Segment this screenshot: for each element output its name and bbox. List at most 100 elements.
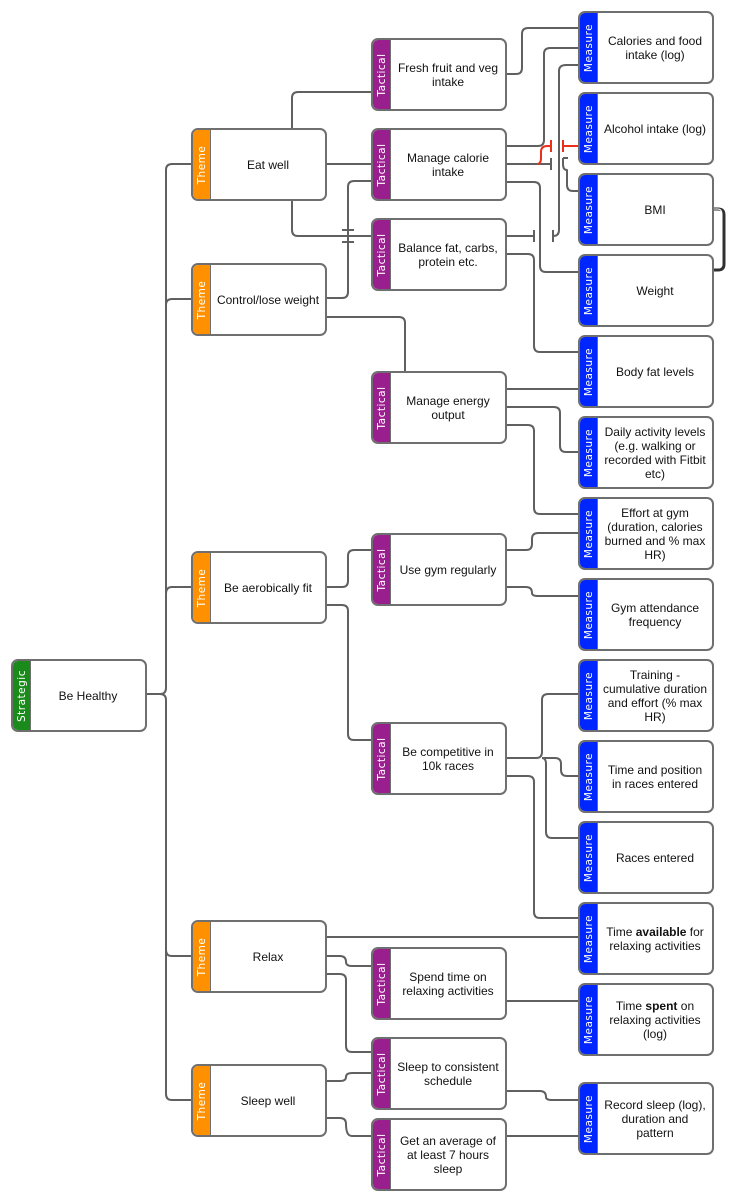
node-label: Calories and food intake (log) [607, 33, 703, 62]
measure-strip: Measure [580, 904, 598, 973]
connector-calorie-weight [507, 181, 579, 273]
node-measure-daily-activity[interactable]: Measure Daily activity levels (e.g. walk… [578, 416, 714, 489]
connector-aerobic-gym [327, 549, 371, 588]
node-theme-eat-well[interactable]: Theme Eat well [191, 128, 327, 201]
node-tactical-sleep-schedule[interactable]: Tactical Sleep to consistent schedule [371, 1037, 507, 1110]
connector-to-relax-sleep [159, 693, 191, 1101]
node-label: Manage calorie intake [406, 150, 490, 179]
node-label: Eat well [246, 157, 290, 172]
node-label: Time and position in races entered [607, 762, 703, 791]
node-theme-relax[interactable]: Theme Relax [191, 920, 327, 993]
tactical-strip: Tactical [373, 949, 391, 1018]
node-label: Relax [252, 949, 284, 964]
connector-relax-spend [327, 955, 371, 967]
measure-strip: Measure [580, 499, 598, 568]
node-label: Be aerobically fit [223, 580, 313, 595]
node-label: BMI [644, 202, 666, 217]
node-tactical-races[interactable]: Tactical Be competitive in 10k races [371, 722, 507, 795]
node-measure-body-fat[interactable]: Measure Body fat levels [578, 335, 714, 408]
node-tactical-fruit-veg[interactable]: Tactical Fresh fruit and veg intake [371, 38, 507, 111]
connector-calorie-caloriesl [507, 47, 579, 147]
node-measure-gym-attendance[interactable]: Measure Gym attendance frequency [578, 578, 714, 651]
node-measure-races-entered[interactable]: Measure Races entered [578, 821, 714, 894]
connector-to-aerobic [165, 586, 191, 595]
connector-balance-bodyfat [507, 253, 579, 353]
tactical-strip: Tactical [373, 220, 391, 289]
node-measure-race-time[interactable]: Measure Time and position in races enter… [578, 740, 714, 813]
node-theme-sleep[interactable]: Theme Sleep well [191, 1064, 327, 1137]
node-label: Training - cumulative duration and effor… [602, 667, 708, 724]
node-tactical-calorie[interactable]: Tactical Manage calorie intake [371, 128, 507, 201]
node-label: Time spent on relaxing activities (log) [609, 998, 701, 1041]
tactical-strip: Tactical [373, 130, 391, 199]
node-label: Effort at gym (duration, calories burned… [604, 505, 706, 562]
connector-to-relax [165, 949, 191, 957]
node-tactical-spend-relax[interactable]: Tactical Spend time on relaxing activiti… [371, 947, 507, 1020]
connector-races-entered [541, 757, 579, 839]
connector-relax-sleepsched [327, 973, 371, 1053]
connector-eat-fruit [291, 91, 371, 128]
theme-strip: Theme [193, 130, 211, 199]
node-measure-weight[interactable]: Measure Weight [578, 254, 714, 327]
theme-strip: Theme [193, 922, 211, 991]
node-measure-sleep-record[interactable]: Measure Record sleep (log), duration and… [578, 1082, 714, 1155]
node-measure-bmi[interactable]: Measure BMI [578, 173, 714, 246]
strategic-strip: Strategic [13, 661, 31, 730]
connector-gym-attendance [507, 586, 579, 597]
connector-gym-effort [507, 532, 579, 551]
connector-races-time [542, 757, 579, 777]
node-tactical-energy[interactable]: Tactical Manage energy output [371, 371, 507, 444]
node-tactical-gym[interactable]: Tactical Use gym regularly [371, 533, 507, 606]
node-label: Body fat levels [615, 364, 695, 379]
node-label: Gym attendance frequency [610, 600, 700, 629]
connector-races-training [507, 693, 579, 759]
connector-aerobic-races [327, 604, 371, 741]
node-label: Control/lose weight [216, 292, 320, 307]
measure-strip: Measure [580, 256, 598, 325]
node-measure-time-spent[interactable]: Measure Time spent on relaxing activitie… [578, 983, 714, 1056]
measure-strip: Measure [580, 94, 598, 163]
node-label: Time available for relaxing activities [606, 924, 704, 953]
node-label: Daily activity levels (e.g. walking or r… [604, 424, 706, 481]
connector-to-control-weight [165, 298, 191, 306]
node-label: Record sleep (log), duration and pattern [604, 1097, 706, 1140]
node-measure-alcohol-log[interactable]: Measure Alcohol intake (log) [578, 92, 714, 165]
node-strategic-be-healthy[interactable]: Strategic Be Healthy [11, 659, 147, 732]
node-label: Use gym regularly [399, 562, 497, 577]
node-label: Fresh fruit and veg intake [397, 60, 499, 89]
node-theme-aerobic[interactable]: Theme Be aerobically fit [191, 551, 327, 624]
tactical-strip: Tactical [373, 724, 391, 793]
connector-control-calorie [327, 180, 371, 299]
tactical-strip: Tactical [373, 535, 391, 604]
connector-bmi-link [562, 158, 579, 192]
measure-strip: Measure [580, 580, 598, 649]
node-label: Weight [636, 283, 674, 298]
tactical-strip: Tactical [373, 1120, 391, 1189]
node-tactical-sleep-7[interactable]: Tactical Get an average of at least 7 ho… [371, 1118, 507, 1191]
node-tactical-balance[interactable]: Tactical Balance fat, carbs, protein etc… [371, 218, 507, 291]
theme-strip: Theme [193, 553, 211, 622]
tactical-strip: Tactical [373, 40, 391, 109]
node-label: Races entered [615, 850, 695, 865]
connector-energy-gymeffort [507, 424, 579, 515]
node-measure-time-available[interactable]: Measure Time available for relaxing acti… [578, 902, 714, 975]
measure-strip: Measure [580, 823, 598, 892]
node-label: Get an average of at least 7 hours sleep [399, 1133, 497, 1176]
measure-strip: Measure [580, 175, 598, 244]
node-label: Be competitive in 10k races [402, 744, 494, 773]
node-theme-control-weight[interactable]: Theme Control/lose weight [191, 263, 327, 336]
node-measure-gym-effort[interactable]: Measure Effort at gym (duration, calorie… [578, 497, 714, 570]
connector-eat-balance [291, 200, 371, 237]
node-measure-training[interactable]: Measure Training - cumulative duration a… [578, 659, 714, 732]
measure-strip: Measure [580, 418, 598, 487]
tactical-strip: Tactical [373, 1039, 391, 1108]
node-measure-calories-log[interactable]: Measure Calories and food intake (log) [578, 11, 714, 84]
measure-strip: Measure [580, 661, 598, 730]
connector-sleep-sched [327, 1072, 371, 1082]
connector-fruit-calories [507, 27, 579, 75]
connector-sleep-7 [327, 1117, 371, 1137]
connector-energy-activity [507, 406, 579, 453]
connector-strategic-trunk [147, 163, 191, 695]
node-label: Balance fat, carbs, protein etc. [398, 240, 498, 269]
